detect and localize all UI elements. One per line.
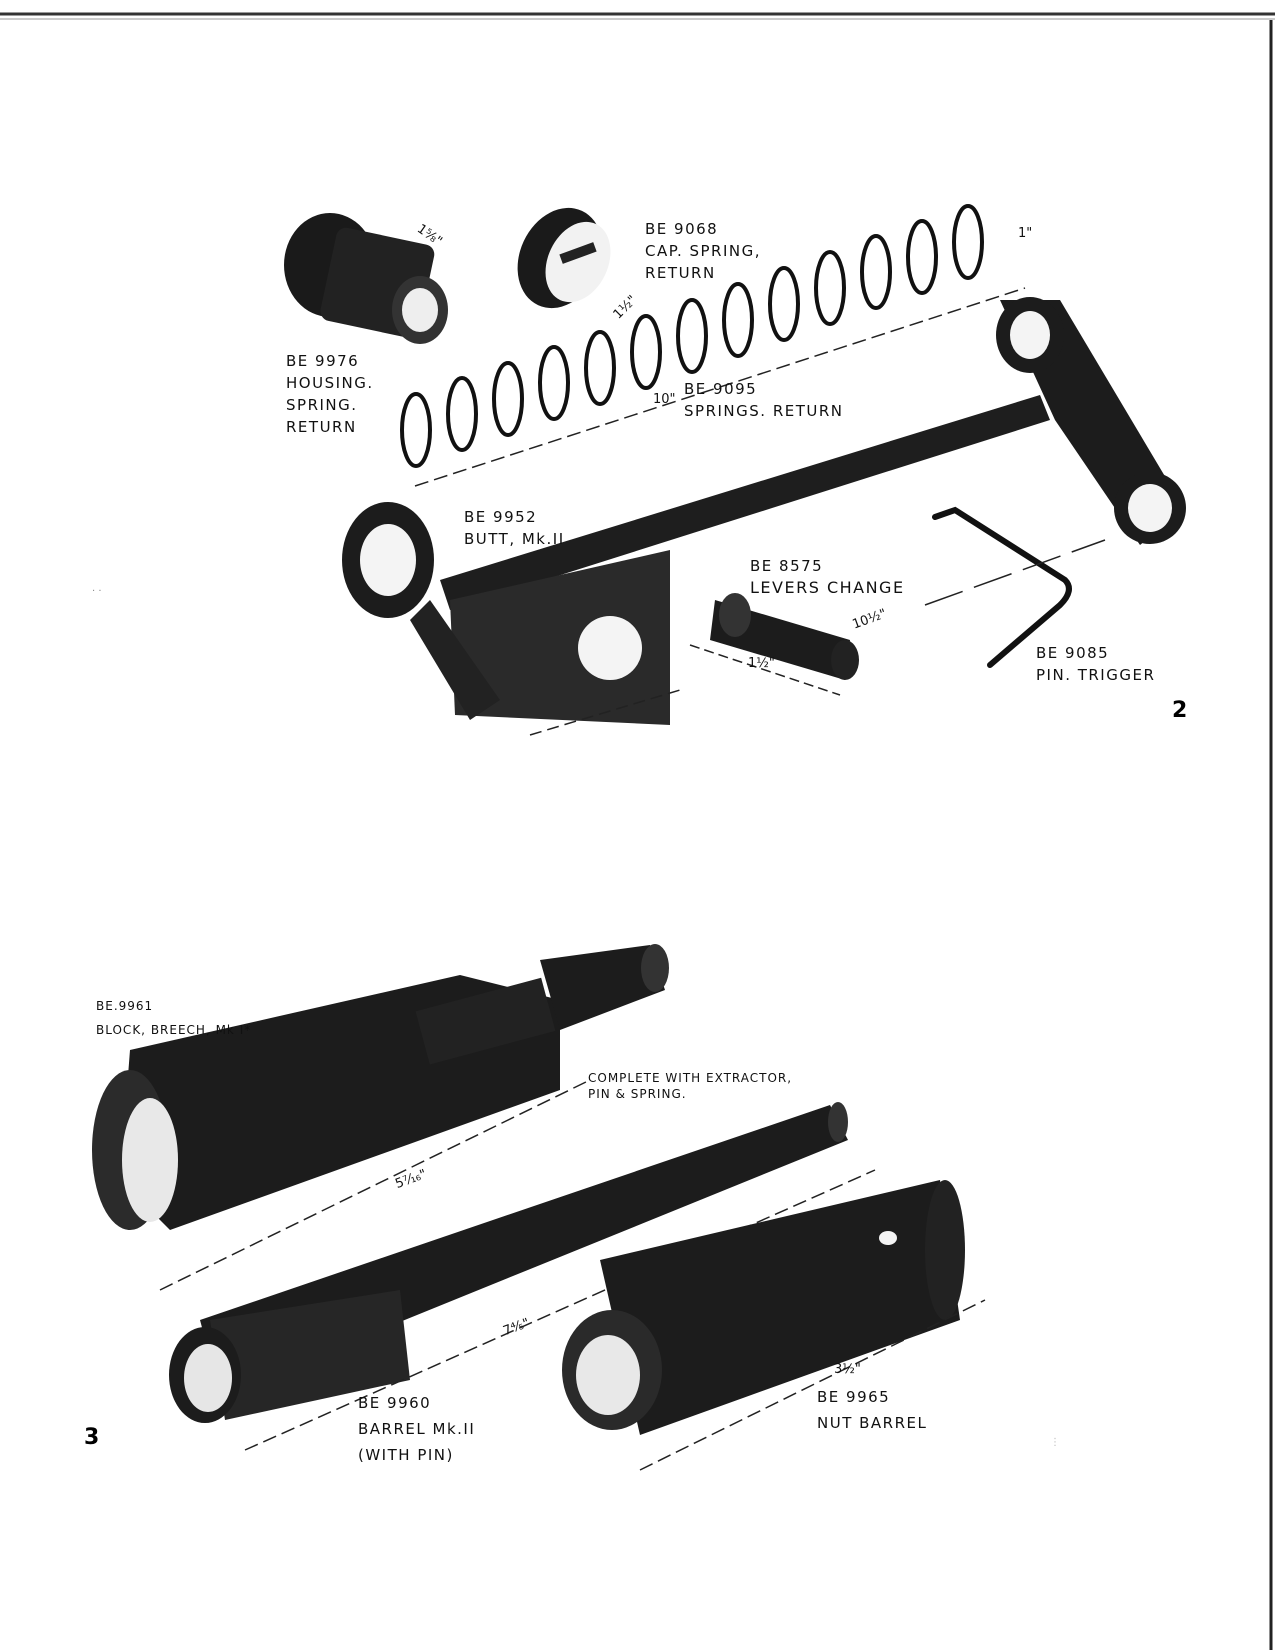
- complete-line-2: PIN & SPRING.: [588, 1087, 687, 1101]
- levers-line-1: LEVERS CHANGE: [750, 578, 905, 597]
- label-levers: BE 8575 LEVERS CHANGE: [750, 555, 905, 599]
- plate-number-lower: 3: [84, 1425, 100, 1450]
- cap-line-2: RETURN: [645, 264, 716, 282]
- housing-line-2: SPRING.: [286, 396, 358, 414]
- butt-line-1: BUTT, Mk.II: [464, 530, 565, 548]
- label-pin: BE 9085 PIN. TRIGGER: [1036, 642, 1155, 686]
- lever-drawing: [710, 593, 859, 680]
- barrel-line-1: BARREL Mk.II: [358, 1420, 476, 1438]
- complete-line-1: COMPLETE WITH EXTRACTOR,: [588, 1071, 793, 1085]
- springs-line-1: SPRINGS. RETURN: [684, 402, 844, 420]
- pin-drawing: [932, 506, 1072, 668]
- label-nut: BE 9965 NUT BARREL: [817, 1384, 927, 1436]
- housing-drawing: [284, 213, 448, 344]
- housing-line-1: HOUSING.: [286, 374, 374, 392]
- butt-drawing: [342, 297, 1186, 725]
- cap-drawing: [517, 207, 611, 309]
- levers-code: BE 8575: [750, 557, 824, 575]
- barrel-drawing: [169, 1102, 848, 1423]
- barrel-code: BE 9960: [358, 1394, 432, 1412]
- block-code: BE.9961: [96, 999, 154, 1013]
- dim-lever: 1½": [748, 656, 775, 671]
- label-butt: BE 9952 BUTT, Mk.II: [464, 506, 565, 550]
- block-drawing: [92, 944, 669, 1230]
- nut-code: BE 9965: [817, 1388, 891, 1406]
- label-block: BE.9961 BLOCK, BREECH, Mk I*: [96, 998, 251, 1038]
- dim-spring-len: 10": [653, 392, 676, 407]
- pin-code: BE 9085: [1036, 644, 1110, 662]
- cap-line-1: CAP. SPRING,: [645, 242, 762, 260]
- nut-line-1: NUT BARREL: [817, 1414, 928, 1432]
- dim-nut: 3½": [834, 1362, 861, 1377]
- label-complete: COMPLETE WITH EXTRACTOR, PIN & SPRING.: [588, 1070, 792, 1102]
- cap-code: BE 9068: [645, 220, 719, 238]
- svg-text:⋮: ⋮: [1050, 1437, 1060, 1448]
- barrel-line-2: (WITH PIN): [358, 1446, 454, 1464]
- label-springs: BE 9095 SPRINGS. RETURN: [684, 378, 844, 422]
- label-cap: BE 9068 CAP. SPRING, RETURN: [645, 218, 761, 284]
- svg-text:· ·: · ·: [92, 586, 102, 597]
- nut-drawing: [562, 1180, 965, 1435]
- butt-code: BE 9952: [464, 508, 538, 526]
- pin-line-1: PIN. TRIGGER: [1036, 666, 1156, 684]
- housing-line-3: RETURN: [286, 418, 357, 436]
- dim-spring-dia: 1": [1018, 226, 1033, 241]
- springs-code: BE 9095: [684, 380, 758, 398]
- label-housing: BE 9976 HOUSING. SPRING. RETURN: [286, 350, 374, 438]
- label-barrel: BE 9960 BARREL Mk.II (WITH PIN): [358, 1390, 475, 1468]
- plate-number-upper: 2: [1172, 698, 1188, 723]
- housing-code: BE 9976: [286, 352, 360, 370]
- spring-drawing: [400, 204, 984, 468]
- block-line-1: BLOCK, BREECH, Mk I*: [96, 1023, 252, 1037]
